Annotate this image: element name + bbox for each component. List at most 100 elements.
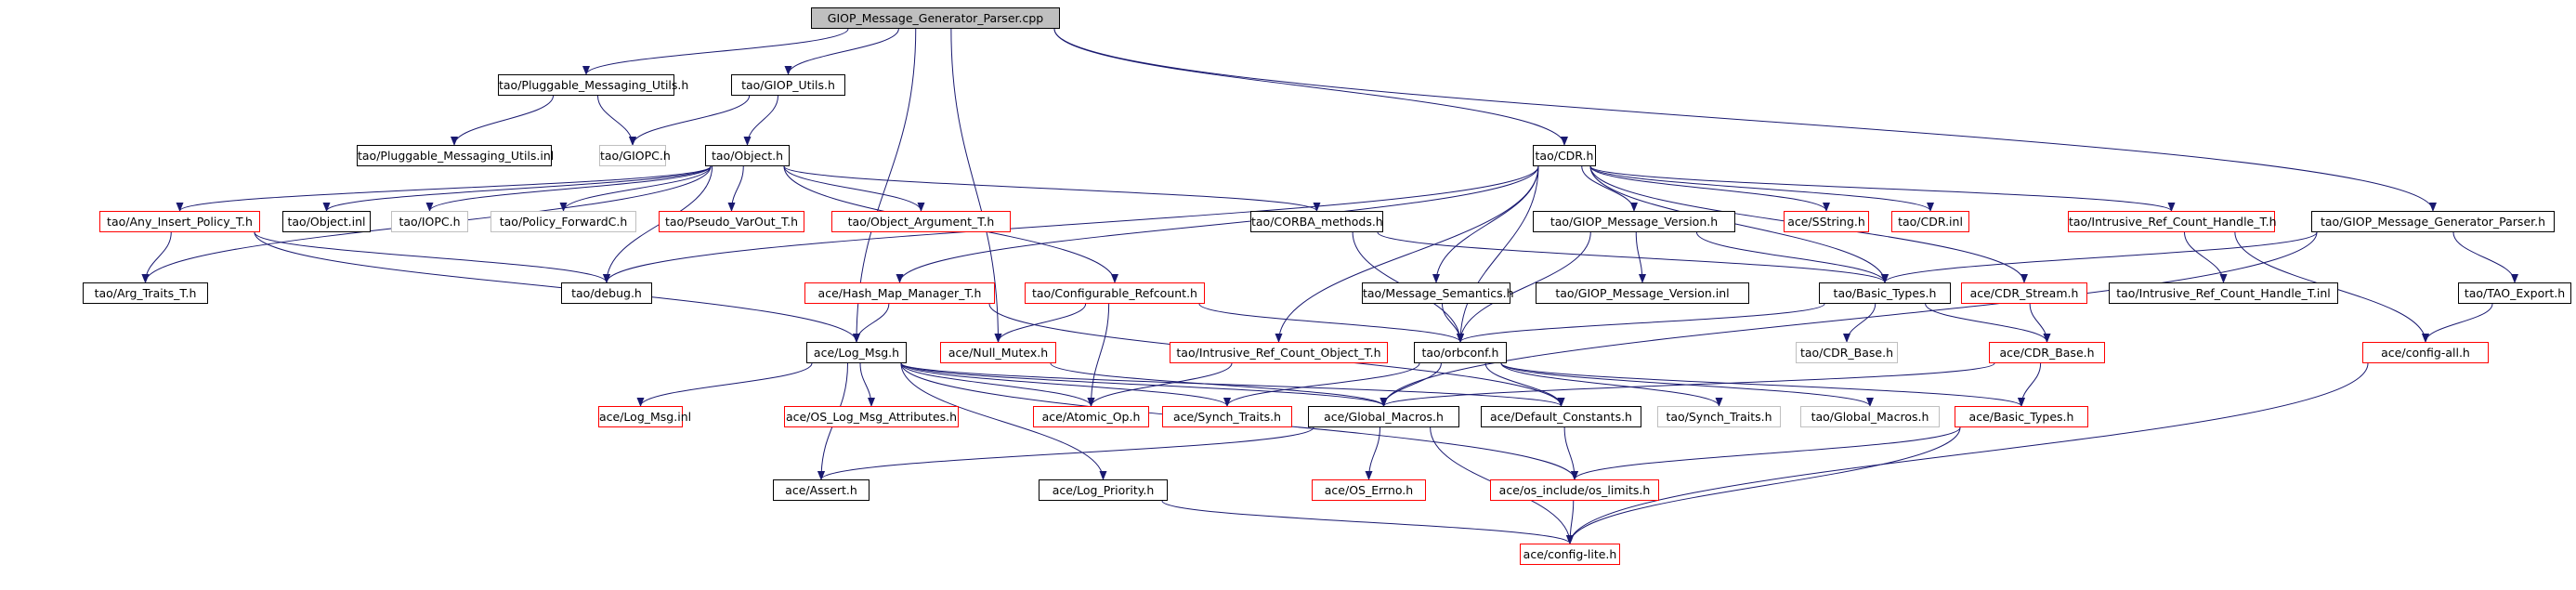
edge-nm-to-agm — [1050, 362, 1388, 407]
edge-obj-to-cm — [783, 165, 1321, 212]
node-any-insert-policy-t-h[interactable]: tao/Any_Insert_Policy_T.h — [99, 211, 260, 232]
edge-lm-to-lmi — [636, 362, 813, 407]
node-intrusive-ref-count-handle-t-h[interactable]: tao/Intrusive_Ref_Count_Handle_T.h — [2068, 211, 2277, 232]
node-giopc-h: tao/GIOPC.h — [599, 145, 671, 166]
edge-aip-to-lm — [254, 231, 860, 343]
edge-root-to-gu — [784, 28, 899, 75]
edge-ca-to-cl — [1566, 362, 2369, 544]
edge-cdr-to-ms — [1432, 165, 1539, 283]
edge-tbt-to-acb — [1925, 303, 2051, 343]
node-hash-map-manager-t-h[interactable]: ace/Hash_Map_Manager_T.h — [804, 282, 995, 304]
edge-obj-to-oat — [783, 165, 925, 212]
edge-acb-to-agm — [1380, 362, 1995, 407]
node-object-argument-t-h[interactable]: tao/Object_Argument_T.h — [831, 211, 1011, 232]
node-tao-export-h[interactable]: tao/TAO_Export.h — [2458, 282, 2571, 304]
node-default-constants-h[interactable]: ace/Default_Constants.h — [1481, 406, 1641, 427]
edge-orb-to-tst — [1500, 362, 1723, 407]
node-cdr-h[interactable]: tao/CDR.h — [1533, 145, 1596, 166]
node-debug-h[interactable]: tao/debug.h — [561, 282, 652, 304]
node-ace-basic-types-h[interactable]: ace/Basic_Types.h — [1955, 406, 2088, 427]
edge-obj-to-iopc — [425, 165, 712, 212]
node-config-lite-h[interactable]: ace/config-lite.h — [1520, 544, 1620, 565]
node-log-priority-h[interactable]: ace/Log_Priority.h — [1039, 479, 1168, 501]
node-object-h[interactable]: tao/Object.h — [705, 145, 790, 166]
edge-lp-to-cl — [1161, 500, 1574, 544]
edge-cdr-to-hmm — [896, 165, 1539, 283]
edge-lm-to-lp — [900, 362, 1107, 480]
node-os-errno-h[interactable]: ace/OS_Errno.h — [1312, 479, 1426, 501]
edge-cdr-to-dbg — [603, 165, 1539, 283]
edge-gmv-to-orb — [1457, 231, 1591, 343]
edge-aip-to-dbg — [254, 231, 610, 283]
edge-pmu-to-pmui — [451, 95, 554, 146]
node-pluggable-messaging-utils-inl[interactable]: tao/Pluggable_Messaging_Utils.inl — [357, 145, 554, 166]
node-object-inl[interactable]: tao/Object.inl — [282, 211, 371, 232]
node-config-all-h[interactable]: ace/config-all.h — [2362, 342, 2489, 363]
node-log-msg-h[interactable]: ace/Log_Msg.h — [806, 342, 907, 363]
edge-tbt-to-tcb — [1843, 303, 1876, 343]
node-message-semantics-h[interactable]: tao/Message_Semantics.h — [1362, 282, 1514, 304]
node-os-log-msg-attributes-h[interactable]: ace/OS_Log_Msg_Attributes.h — [784, 406, 959, 427]
edge-cr-to-orb — [1198, 303, 1464, 343]
edge-cds-to-acb — [2029, 303, 2051, 343]
edge-gmv-to-gmvi — [1635, 231, 1646, 283]
edge-irch-to-irchi — [2184, 231, 2228, 283]
edge-abt-to-osl — [1571, 426, 1961, 480]
node-ace-global-macros-h[interactable]: ace/Global_Macros.h — [1308, 406, 1459, 427]
node-log-msg-inl[interactable]: ace/Log_Msg.inl — [598, 406, 691, 427]
edge-root-to-cdr — [1053, 28, 1568, 146]
node-orbconf-h[interactable]: tao/orbconf.h — [1414, 342, 1507, 363]
edge-agm-to-as — [817, 426, 1314, 480]
node-ace-synch-traits-h[interactable]: ace/Synch_Traits.h — [1162, 406, 1292, 427]
edge-cdr-to-tbt — [1589, 165, 1889, 283]
node-cdr-inl[interactable]: tao/CDR.inl — [1891, 211, 1969, 232]
edge-gmv-to-tbt — [1696, 231, 1889, 283]
node-corba-methods-h[interactable]: tao/CORBA_methods.h — [1250, 211, 1383, 232]
edge-cdr-to-ss — [1589, 165, 1830, 212]
node-iopc-h: tao/IOPC.h — [391, 211, 468, 232]
edge-gmgp-to-agm — [1380, 231, 2318, 407]
edge-tbt-to-orb — [1457, 303, 1825, 343]
edge-agm-to-ose — [1365, 426, 1380, 480]
edge-gu-to-giopc — [629, 95, 751, 146]
node-ace-cdr-base-h[interactable]: ace/CDR_Base.h — [1989, 342, 2105, 363]
edge-cdr-to-cdri — [1589, 165, 1934, 212]
node-root-file[interactable]: GIOP_Message_Generator_Parser.cpp — [811, 7, 1060, 29]
edge-obj-to-pvo — [727, 165, 744, 212]
node-assert-h[interactable]: ace/Assert.h — [773, 479, 870, 501]
edge-lm-to-ao — [900, 362, 1095, 407]
edge-cm-to-tbt — [1377, 231, 1889, 283]
edge-obj-to-aip — [176, 165, 712, 212]
node-atomic-op-h[interactable]: ace/Atomic_Op.h — [1033, 406, 1149, 427]
node-os-limits-h[interactable]: ace/os_include/os_limits.h — [1490, 479, 1659, 501]
edge-cr-to-nm — [994, 303, 1087, 343]
node-configurable-refcount-h[interactable]: tao/Configurable_Refcount.h — [1025, 282, 1205, 304]
node-tao-cdr-base-h: tao/CDR_Base.h — [1796, 342, 1898, 363]
node-arg-traits-t-h[interactable]: tao/Arg_Traits_T.h — [83, 282, 208, 304]
edge-cdr-to-orb — [1457, 165, 1539, 343]
edge-pmu-to-giopc — [597, 95, 636, 146]
node-tao-global-macros-h: tao/Global_Macros.h — [1800, 406, 1940, 427]
node-intrusive-ref-count-handle-t-inl[interactable]: tao/Intrusive_Ref_Count_Handle_T.inl — [2109, 282, 2338, 304]
node-policy-forwardc-h: tao/Policy_ForwardC.h — [490, 211, 636, 232]
edge-ms-to-orb — [1442, 303, 1464, 343]
edge-obj-to-pfc — [559, 165, 712, 212]
node-giop-message-version-h[interactable]: tao/GIOP_Message_Version.h — [1533, 211, 1735, 232]
node-intrusive-ref-count-object-t-h[interactable]: tao/Intrusive_Ref_Count_Object_T.h — [1170, 342, 1388, 363]
edge-orb-to-abt — [1500, 362, 2025, 407]
edge-lm-to-ast — [900, 362, 1231, 407]
edge-cdr-to-irco — [1275, 165, 1539, 343]
edge-te-to-ca — [2422, 303, 2493, 343]
node-giop-message-version-inl[interactable]: tao/GIOP_Message_Version.inl — [1536, 282, 1749, 304]
node-sstring-h[interactable]: ace/SString.h — [1784, 211, 1869, 232]
node-pseudo-varout-t-h[interactable]: tao/Pseudo_VarOut_T.h — [659, 211, 804, 232]
node-giop-message-generator-parser-h[interactable]: tao/GIOP_Message_Generator_Parser.h — [2311, 211, 2555, 232]
node-tao-basic-types-h[interactable]: tao/Basic_Types.h — [1819, 282, 1951, 304]
node-giop-utils-h[interactable]: tao/GIOP_Utils.h — [731, 74, 845, 96]
node-pluggable-messaging-utils-h[interactable]: tao/Pluggable_Messaging_Utils.h — [498, 74, 688, 96]
edge-lm-to-oslm — [859, 362, 875, 407]
node-null-mutex-h[interactable]: ace/Null_Mutex.h — [940, 342, 1056, 363]
edge-lm-to-dc — [900, 362, 1565, 407]
node-cdr-stream-h[interactable]: ace/CDR_Stream.h — [1961, 282, 2087, 304]
edge-root-to-pmu — [582, 28, 849, 75]
